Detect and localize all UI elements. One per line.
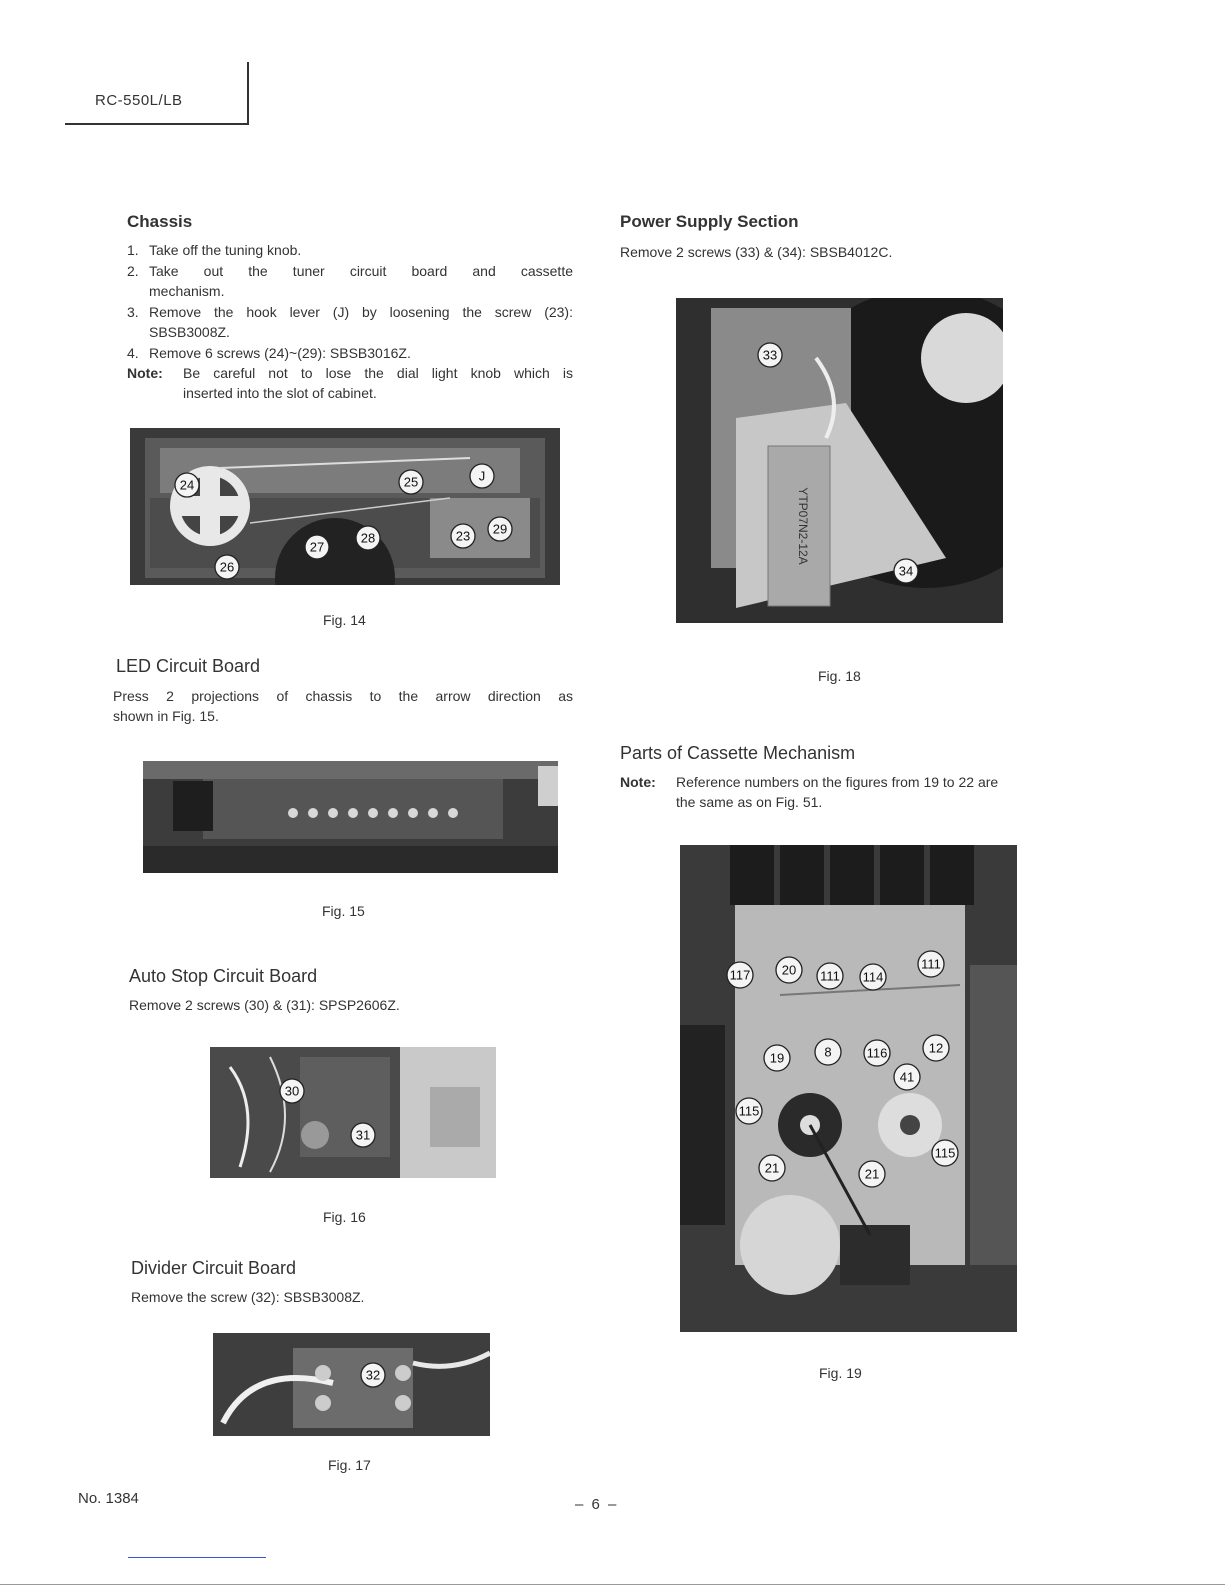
footer-rule: [128, 1557, 266, 1558]
svg-text:117: 117: [730, 968, 751, 983]
svg-text:116: 116: [867, 1046, 888, 1061]
document-number: No. 1384: [78, 1490, 139, 1507]
chassis-step: SBSB3008Z.: [149, 324, 230, 340]
svg-text:19: 19: [770, 1051, 784, 1066]
fig-16-markers: 30 31: [279, 1078, 376, 1148]
callout-marker: 114: [859, 963, 887, 991]
svg-text:111: 111: [820, 969, 840, 984]
fig-16-caption: Fig. 16: [323, 1209, 366, 1225]
fig-19-photo: 117 20 111 114 111 19 8 116 12 41 115 11…: [680, 845, 1017, 1332]
fig-16-photo: 30 31: [210, 1047, 496, 1178]
svg-text:115: 115: [739, 1104, 760, 1119]
svg-text:25: 25: [404, 475, 418, 490]
chassis-note: Note:Be careful not to lose the dial lig…: [127, 365, 573, 401]
callout-marker: 111: [917, 950, 945, 978]
callout-marker: 28: [355, 525, 381, 551]
callout-marker: 8: [814, 1038, 842, 1066]
callout-marker: 111: [816, 962, 844, 990]
callout-marker: 41: [893, 1063, 921, 1091]
fig-15-caption: Fig. 15: [322, 903, 365, 919]
svg-text:31: 31: [356, 1128, 370, 1143]
callout-marker: 32: [360, 1362, 386, 1388]
fig-17-caption: Fig. 17: [328, 1457, 371, 1473]
header-rule: [65, 123, 249, 125]
callout-marker: 34: [893, 558, 919, 584]
fig-18-markers: 33 34: [757, 342, 919, 584]
fig-14-caption: Fig. 14: [323, 612, 366, 628]
svg-text:33: 33: [763, 348, 777, 363]
chassis-step: mechanism.: [149, 283, 225, 299]
fig-18-caption: Fig. 18: [818, 668, 861, 684]
svg-text:29: 29: [493, 522, 507, 537]
cassette-heading: Parts of Cassette Mechanism: [620, 743, 856, 763]
chassis-steps: 1.Take off the tuning knob. 2.Take out t…: [127, 240, 573, 363]
fig-17-photo: 32: [213, 1333, 490, 1436]
svg-text:30: 30: [285, 1084, 299, 1099]
svg-text:32: 32: [366, 1368, 380, 1383]
callout-marker: 117: [726, 961, 754, 989]
svg-text:34: 34: [899, 564, 913, 579]
callout-marker: 31: [350, 1122, 376, 1148]
chassis-step: 1.Take off the tuning knob.: [127, 242, 302, 258]
svg-text:41: 41: [900, 1070, 914, 1085]
chassis-heading: Chassis: [127, 212, 193, 231]
svg-text:21: 21: [865, 1167, 879, 1182]
callout-marker: 26: [214, 554, 240, 580]
divider-instructions: Remove the screw (32): SBSB3008Z.: [131, 1289, 365, 1305]
note-label: Note:: [620, 774, 656, 790]
callout-marker: 27: [304, 534, 330, 560]
note-label: Note:: [127, 365, 163, 381]
fig-18-photo: YTP07N2-12A 33 34: [676, 298, 1003, 623]
divider-heading: Divider Circuit Board: [131, 1258, 297, 1278]
fig-17-markers: 32: [360, 1362, 386, 1388]
svg-text:27: 27: [310, 540, 324, 555]
callout-marker: 12: [922, 1034, 950, 1062]
power-heading: Power Supply Section: [620, 212, 799, 231]
callout-marker: 21: [758, 1154, 786, 1182]
callout-marker: 20: [775, 956, 803, 984]
svg-text:115: 115: [935, 1146, 956, 1161]
callout-marker: 116: [863, 1039, 891, 1067]
fig-15-photo: [143, 761, 558, 873]
svg-text:8: 8: [824, 1045, 831, 1060]
svg-text:111: 111: [921, 957, 941, 972]
svg-text:28: 28: [361, 531, 375, 546]
svg-text:J: J: [479, 469, 486, 484]
svg-text:21: 21: [765, 1161, 779, 1176]
callout-marker: 30: [279, 1078, 305, 1104]
cassette-note: Note:Reference numbers on the figures fr…: [620, 774, 999, 810]
page-number: – 6 –: [575, 1496, 619, 1513]
model-number: RC-550L/LB: [95, 92, 183, 109]
callout-marker: J: [469, 463, 495, 489]
chassis-step: 4.Remove 6 screws (24)~(29): SBSB3016Z.: [127, 344, 411, 361]
autostop-instructions: Remove 2 screws (30) & (31): SPSP2606Z.: [129, 997, 400, 1013]
callout-marker: 115: [735, 1097, 763, 1125]
fig-19-markers: 117 20 111 114 111 19 8 116 12 41 115 11…: [726, 950, 959, 1188]
fig-14-markers: 24 25 J 29 23 28 27 26: [174, 463, 513, 580]
led-instructions: Press 2 projections of chassis to the ar…: [113, 688, 573, 724]
chassis-step: 3.Remove the hook lever (J) by loosening…: [127, 303, 573, 320]
chassis-step: 2.Take out the tuner circuit board and c…: [127, 262, 573, 279]
svg-text:20: 20: [782, 963, 796, 978]
fig-14-photo: 24 25 J 29 23 28 27 26: [130, 428, 560, 585]
callout-marker: 29: [487, 516, 513, 542]
led-heading: LED Circuit Board: [116, 656, 261, 676]
transformer-label: YTP07N2-12A: [796, 487, 810, 564]
fig-19-caption: Fig. 19: [819, 1365, 862, 1381]
callout-marker: 24: [174, 472, 200, 498]
power-instructions: Remove 2 screws (33) & (34): SBSB4012C.: [620, 244, 893, 260]
callout-marker: 33: [757, 342, 783, 368]
svg-text:24: 24: [180, 478, 194, 493]
callout-marker: 19: [763, 1044, 791, 1072]
svg-text:23: 23: [456, 529, 470, 544]
svg-text:12: 12: [929, 1041, 943, 1056]
callout-marker: 21: [858, 1160, 886, 1188]
callout-marker: 115: [931, 1139, 959, 1167]
callout-marker: 23: [450, 523, 476, 549]
autostop-heading: Auto Stop Circuit Board: [129, 966, 318, 986]
header-divider: [247, 62, 249, 124]
svg-text:114: 114: [863, 970, 884, 985]
svg-text:26: 26: [220, 560, 234, 575]
callout-marker: 25: [398, 469, 424, 495]
